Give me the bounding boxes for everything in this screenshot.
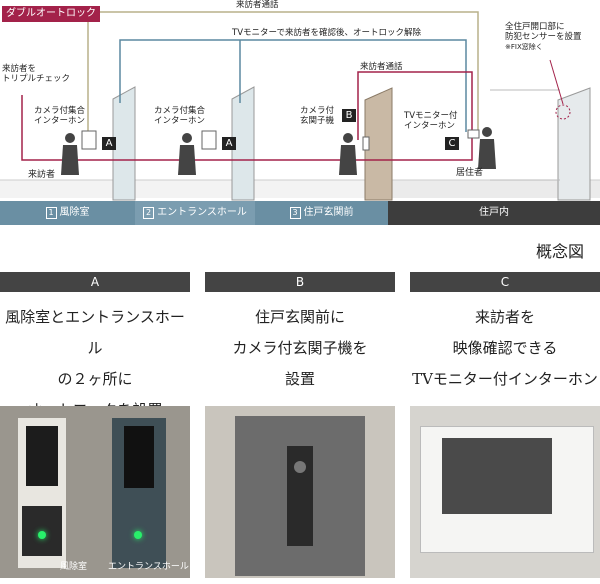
intercom-a1-label: カメラ付集合インターホン xyxy=(34,106,86,126)
camera-b-label: カメラ付玄関子機 xyxy=(300,106,335,126)
green-light-icon xyxy=(38,531,46,539)
panel-b-letter: B xyxy=(205,272,395,292)
photo-label-windbreak: 風除室 xyxy=(60,562,88,572)
top-call-label: 来訪者通話 xyxy=(236,0,279,10)
marker-c: C xyxy=(445,137,459,150)
panel-b: B 住戸玄関前にカメラ付玄関子機を設置 xyxy=(205,272,395,578)
camera-lens-icon xyxy=(294,461,306,473)
marker-a2: A xyxy=(222,137,236,150)
photo-label-entrance: エントランスホール xyxy=(108,562,189,572)
panel-c-letter: C xyxy=(410,272,600,292)
panel-a-text: 風除室とエントランスホールの２ヶ所にオートロックを設置 xyxy=(0,292,190,419)
tv-monitor-c-label: TVモニター付インターホン xyxy=(404,111,458,131)
marker-a1: A xyxy=(102,137,116,150)
tv-unlock-label: TVモニターで来訪者を確認後、オートロック解除 xyxy=(232,28,421,38)
panel-a: A 風除室とエントランスホールの２ヶ所にオートロックを設置 風除室 エントランス… xyxy=(0,272,190,578)
panel-c-photo xyxy=(410,406,600,578)
diagram-lines xyxy=(0,11,600,201)
resident-label: 居住者 xyxy=(456,168,484,178)
concept-diagram: ダブルオートロック 来訪者通話 TVモニターで来訪者を確認後、オートロック解除 … xyxy=(0,0,600,235)
visitor-label: 来訪者 xyxy=(28,170,56,180)
green-light-icon xyxy=(134,531,142,539)
panel-a-letter: A xyxy=(0,272,190,292)
intercom-a2-label: カメラ付集合インターホン xyxy=(154,106,206,126)
sensor-label: 全住戸開口部に防犯センサーを設置 ※FIX窓除く xyxy=(505,22,582,51)
tv-monitor-screen xyxy=(442,438,552,514)
intercom-screen-2 xyxy=(124,426,154,488)
visitor-call-label: 来訪者通話 xyxy=(360,62,403,72)
double-autolock-badge: ダブルオートロック xyxy=(2,6,100,22)
panel-b-photo xyxy=(205,406,395,578)
triple-check-note: 来訪者をトリプルチェック xyxy=(2,64,71,84)
diagram-caption: 概念図 xyxy=(536,242,585,261)
panel-a-photo: 風除室 エントランスホール xyxy=(0,406,190,578)
marker-b: B xyxy=(342,109,356,122)
intercom-screen xyxy=(26,426,58,486)
panel-b-text: 住戸玄関前にカメラ付玄関子機を設置 xyxy=(205,292,395,406)
zone-inside-unit: 住戸内 xyxy=(388,201,600,225)
